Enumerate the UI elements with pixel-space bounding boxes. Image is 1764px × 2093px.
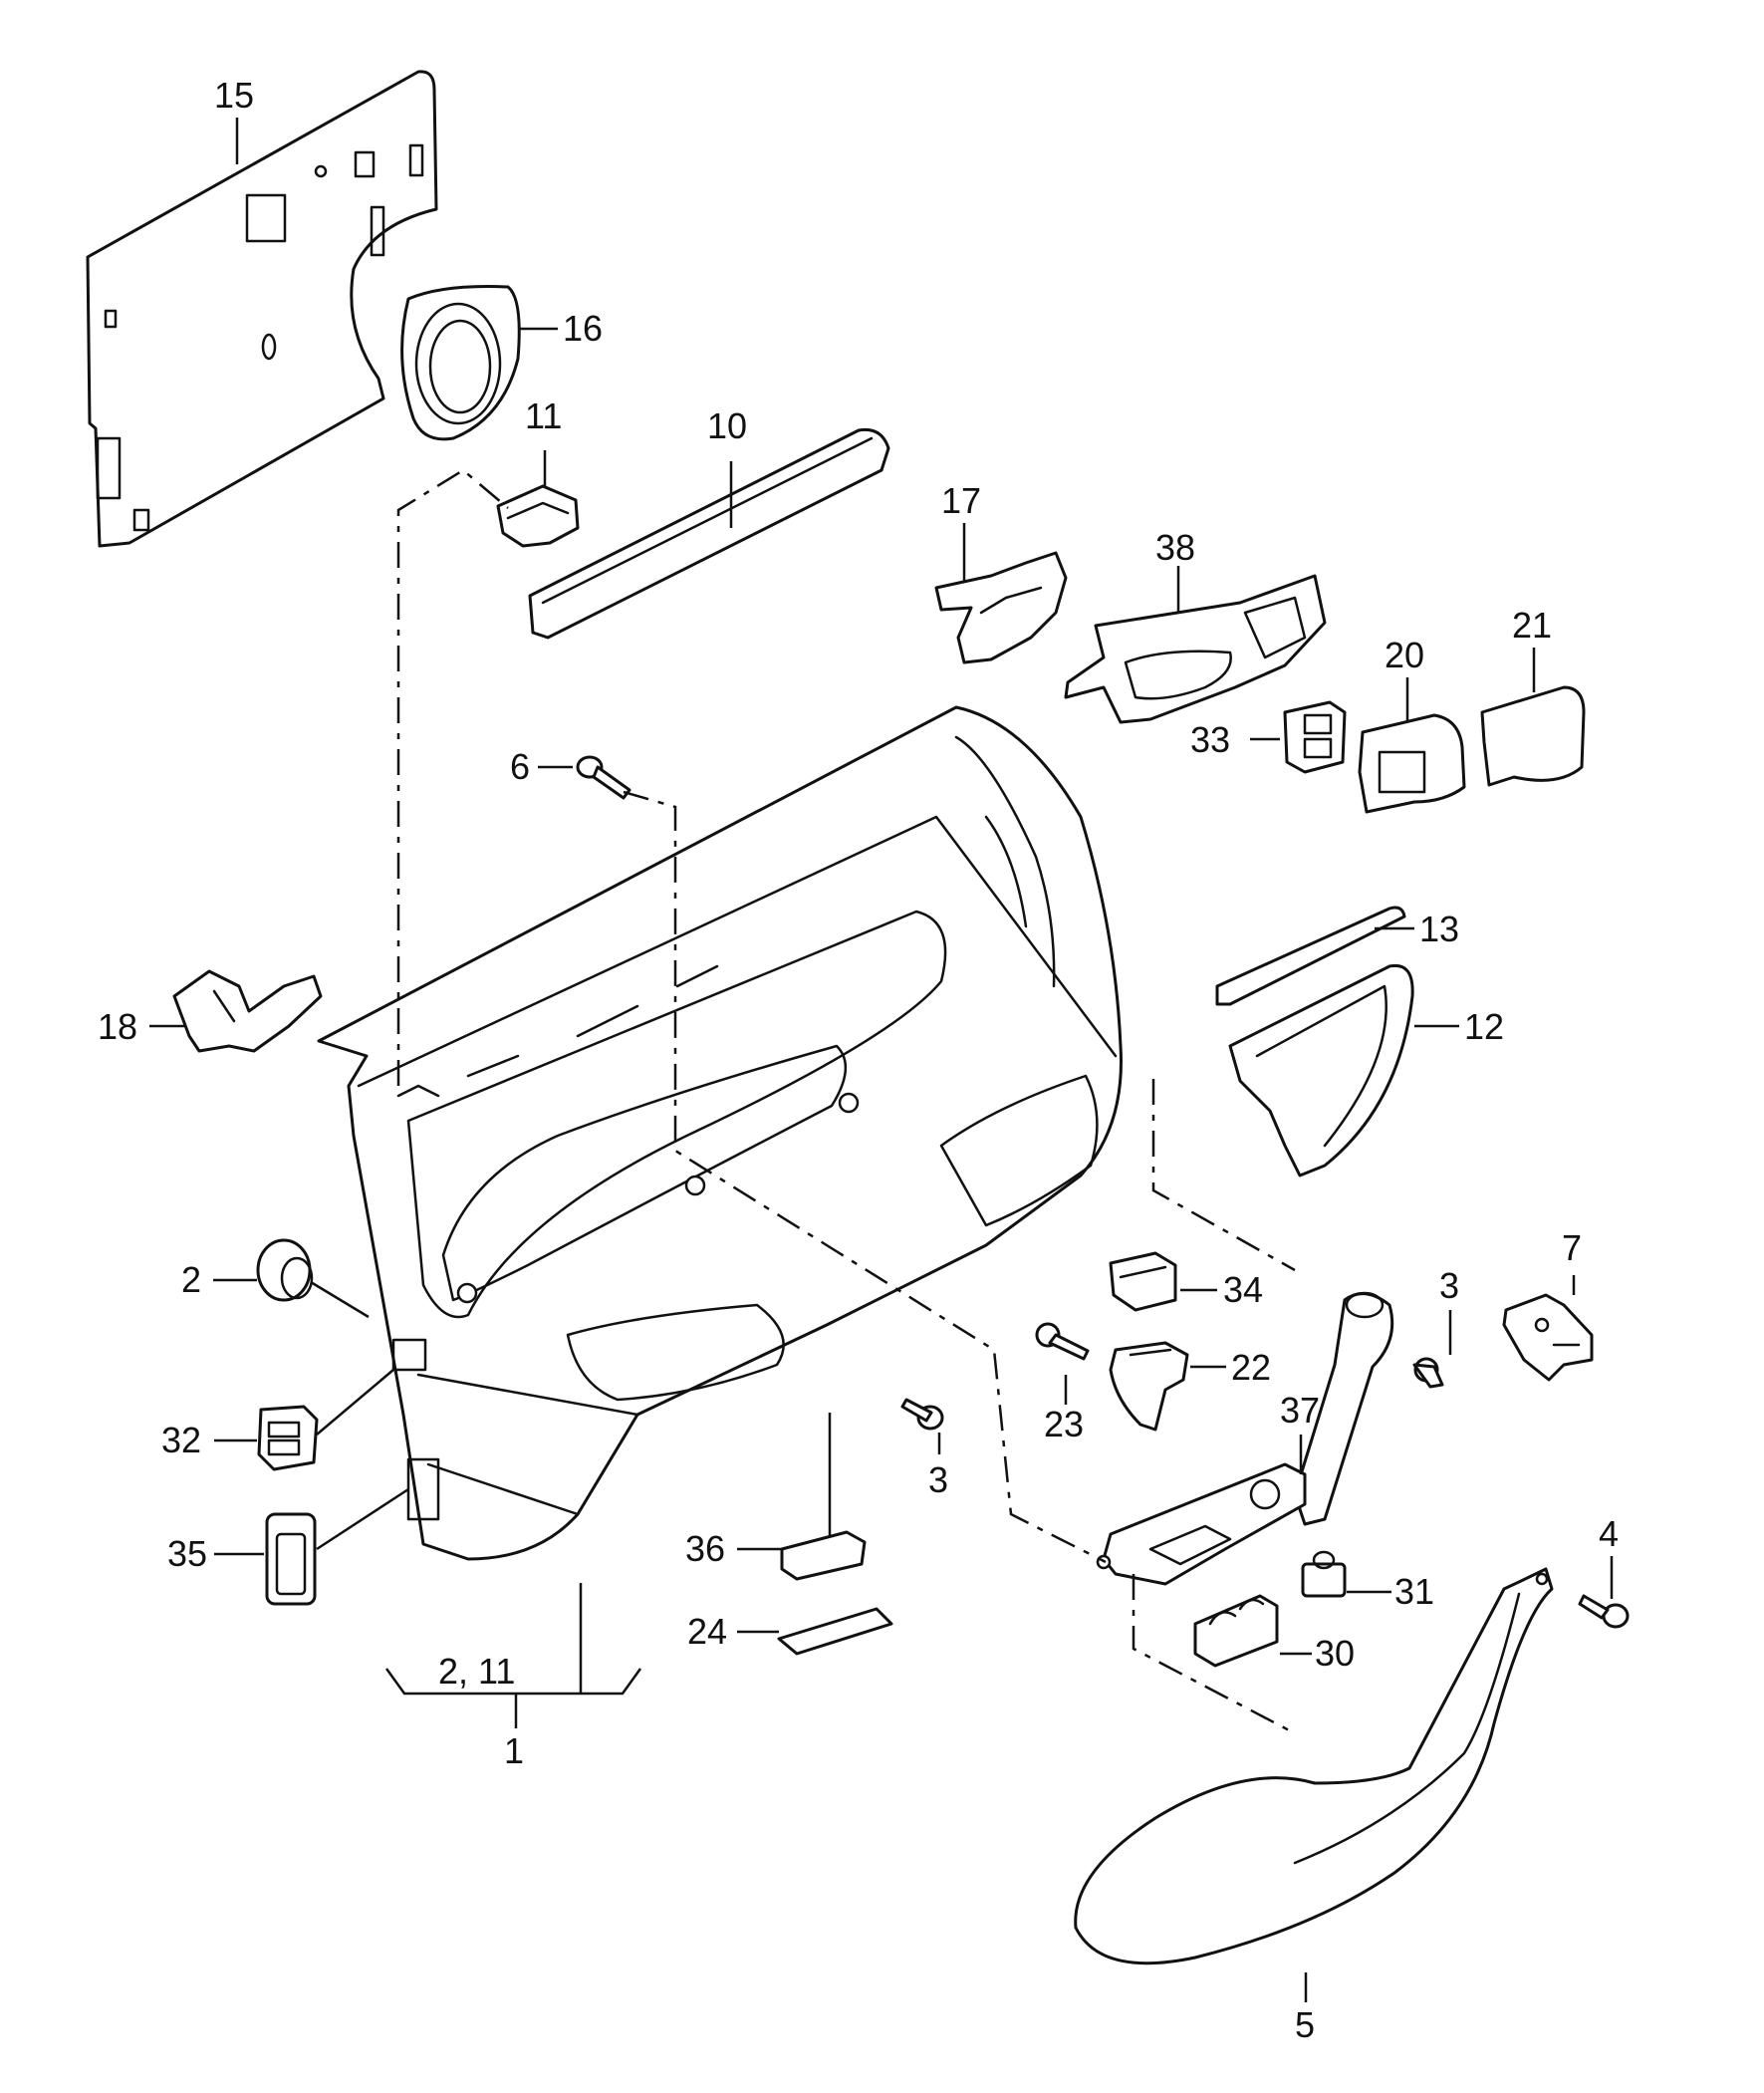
part-23-screw [1035, 1322, 1090, 1361]
callout-5: 5 [1295, 2004, 1315, 2045]
callout-33: 33 [1190, 719, 1230, 760]
callout-2-11: 2, 11 [438, 1651, 515, 1692]
callout-10: 10 [707, 405, 747, 446]
part-31-switch [1301, 1550, 1347, 1598]
callout-31: 31 [1394, 1571, 1434, 1612]
part-30-switch-block [1193, 1594, 1279, 1668]
part-15-insulation-panel [86, 70, 438, 548]
callout-22: 22 [1231, 1347, 1271, 1388]
callout-13: 13 [1419, 909, 1459, 949]
part-38-handle-housing [1064, 574, 1327, 724]
part-34-switch [1109, 1251, 1177, 1312]
part-switch-panel-base [1096, 1462, 1307, 1586]
callout-32: 32 [161, 1420, 201, 1460]
part-3-screw-upper [1412, 1357, 1444, 1389]
leader-lines [149, 118, 1614, 2002]
part-5-armrest [1074, 1567, 1554, 1965]
part-20-switch-cover [1358, 713, 1466, 814]
callout-16: 16 [563, 308, 603, 349]
callout-15: 15 [214, 75, 254, 116]
callout-1: 1 [504, 1730, 524, 1771]
part-6-screw [576, 755, 631, 800]
callout-7: 7 [1562, 1227, 1582, 1268]
callout-12: 12 [1464, 1006, 1504, 1047]
callout-17: 17 [941, 480, 981, 521]
callout-38: 38 [1155, 527, 1195, 568]
part-36-cover [780, 1530, 867, 1581]
callout-4: 4 [1599, 1513, 1619, 1554]
part-24-pad [777, 1607, 893, 1656]
callout-34: 34 [1223, 1269, 1263, 1310]
part-13-molding-strip [1215, 906, 1406, 1006]
assembly-lines [396, 468, 1296, 1735]
callout-24: 24 [687, 1611, 727, 1652]
callout-3-lower: 3 [928, 1459, 948, 1500]
part-11-clip [496, 484, 580, 548]
callout-36: 36 [685, 1528, 725, 1569]
part-32-switch [257, 1405, 319, 1471]
callout-37: 37 [1280, 1390, 1320, 1431]
callout-3-upper: 3 [1439, 1265, 1459, 1306]
part-22-switch [1109, 1341, 1189, 1432]
callout-23: 23 [1044, 1404, 1084, 1444]
part-35-button [265, 1512, 317, 1606]
callout-6: 6 [510, 746, 530, 787]
callout-2: 2 [181, 1259, 201, 1300]
part-12-trim-insert [1228, 963, 1414, 1177]
part-21-cap [1480, 685, 1586, 787]
part-2-clip [256, 1238, 314, 1302]
callout-35: 35 [167, 1533, 207, 1574]
callout-11: 11 [525, 395, 562, 436]
part-33-switch [1283, 700, 1347, 774]
callout-18: 18 [98, 1006, 137, 1047]
part-4-screw [1578, 1594, 1630, 1629]
part-3-screw-lower [900, 1398, 944, 1431]
part-7-cover [1502, 1293, 1594, 1382]
part-18-lever [172, 969, 323, 1053]
callout-30: 30 [1315, 1633, 1355, 1674]
callout-20: 20 [1385, 635, 1424, 675]
part-1-door-trim-panel [317, 705, 1123, 1561]
part-10-trim-strip [528, 427, 890, 640]
callout-labels: 15 16 11 10 17 38 20 21 33 6 13 12 18 2 … [98, 75, 1619, 2045]
part-17-bracket [934, 551, 1068, 664]
callout-21: 21 [1512, 605, 1552, 646]
part-16-speaker-ring [400, 285, 521, 441]
part-37-handle-bracket [1293, 1291, 1394, 1526]
